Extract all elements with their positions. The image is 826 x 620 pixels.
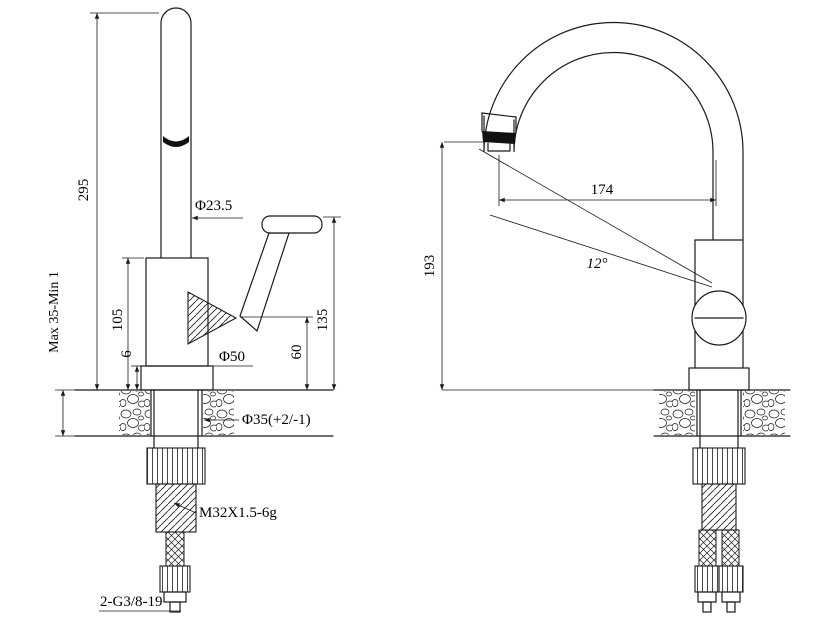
- hose-collar-2: [721, 591, 741, 603]
- counter-hatch-left: [659, 391, 695, 435]
- dim-label-295: 295: [76, 179, 92, 202]
- hose-collar-1: [697, 591, 717, 603]
- dim-reach: 174: [498, 155, 717, 206]
- hose-nut-2: [718, 565, 744, 593]
- hose-tip-1: [702, 601, 712, 613]
- counter-hatch-right: [203, 391, 234, 435]
- dim-outlet-clearance: 193: [422, 141, 654, 391]
- dim-label-g38: 2-G3/8-19: [100, 594, 163, 610]
- handle-lever-arm: [239, 232, 290, 333]
- side-body: [688, 239, 750, 391]
- dim-mount-thickness: Max 35-Min 1: [47, 271, 78, 437]
- threaded-shank: [701, 483, 737, 531]
- dim-shank-thread: M32X1.5-6g: [173, 502, 277, 521]
- dim-tilt-angle: 12°: [478, 148, 713, 288]
- dim-spout-height: 295: [76, 12, 159, 390]
- dim-label-d35: Φ35(+2/-1): [242, 412, 311, 428]
- dim-label-max-min: Max 35-Min 1: [47, 271, 62, 353]
- braided-hose: [165, 531, 185, 567]
- front-countertop: [74, 389, 334, 437]
- dim-label-6: 6: [119, 350, 135, 358]
- side-spout: [481, 21, 744, 241]
- dim-label-105: 105: [110, 309, 126, 332]
- hose-tip-2: [726, 601, 736, 613]
- counter-hatch-right: [743, 391, 785, 435]
- mounting-nut: [146, 447, 206, 485]
- side-view: 174 193 12°: [422, 21, 791, 613]
- outlet-cap: [482, 131, 516, 144]
- dim-label-135: 135: [315, 309, 331, 332]
- dim-handle-height: 135: [315, 216, 341, 390]
- dim-label-d23: Φ23.5: [195, 198, 232, 214]
- dim-base-plate: 6: [119, 350, 141, 390]
- dim-label-193: 193: [422, 255, 438, 278]
- mounting-nut: [692, 447, 746, 485]
- dim-base-diameter: Φ50: [213, 349, 253, 367]
- dim-hose-thread: 2-G3/8-19: [99, 594, 181, 612]
- braided-hose-2: [721, 529, 740, 567]
- hose-nut-1: [694, 565, 720, 593]
- dim-label-174: 174: [591, 182, 614, 198]
- dim-label-m32: M32X1.5-6g: [199, 505, 277, 521]
- front-view: 295 Max 35-Min 1 105 6 Φ23.5 135: [47, 7, 341, 613]
- handle-grip: [261, 215, 323, 234]
- braided-hose-1: [698, 529, 717, 567]
- dim-body-height: 105: [110, 257, 144, 390]
- counter-hatch-left: [119, 391, 150, 435]
- hose-tip: [169, 601, 181, 613]
- spout-seam: [163, 136, 189, 147]
- dim-label-d50: Φ50: [219, 349, 245, 365]
- hose-collar: [163, 591, 187, 603]
- dim-hole-diameter: Φ35(+2/-1): [204, 412, 311, 428]
- front-valve-and-handle: [187, 215, 323, 345]
- valve-cone: [187, 291, 238, 345]
- dim-label-12deg: 12°: [587, 256, 608, 272]
- threaded-shank: [155, 483, 197, 533]
- front-undermount: [146, 389, 206, 613]
- front-spout: [160, 7, 192, 259]
- dim-spout-diameter: Φ23.5: [192, 198, 243, 221]
- dim-label-60: 60: [289, 345, 305, 360]
- hose-nut: [159, 565, 191, 593]
- side-countertop: [653, 389, 791, 437]
- side-undermount: [692, 389, 746, 613]
- dim-outlet-height: 60: [240, 316, 313, 390]
